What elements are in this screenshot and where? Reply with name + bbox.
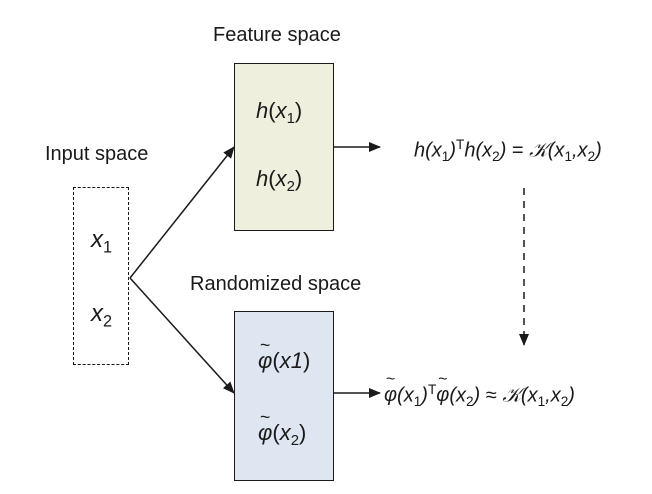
random-phi-x2: φ(x2) (258, 407, 306, 449)
feature-space-label: Feature space (213, 24, 341, 46)
randomized-space-box (234, 311, 334, 481)
random-phi-x1: φ(x1) (258, 335, 310, 374)
randomized-space-label: Randomized space (190, 273, 362, 295)
input-space-box (73, 187, 129, 365)
phi-symbol: φ (258, 407, 272, 446)
input-x2: x2 (91, 300, 113, 331)
kernel-exact-equation: h(x1)Th(x2) = 𝒦(x1,x2) (414, 137, 602, 165)
phi-symbol: φ (258, 335, 272, 374)
feature-space-box (234, 63, 334, 231)
kernel-approx-equation: φ(x1)Tφ(x2) ≈ 𝒦(x1,x2) (384, 371, 575, 409)
input-x1: x1 (91, 226, 113, 257)
feature-h-x2: h(x2) (256, 166, 303, 196)
input-space-label: Input space (45, 143, 149, 165)
feature-h-x1: h(x1) (256, 98, 303, 128)
arrow-input-to-feature (129, 146, 235, 279)
arrow-input-to-random (129, 277, 235, 394)
